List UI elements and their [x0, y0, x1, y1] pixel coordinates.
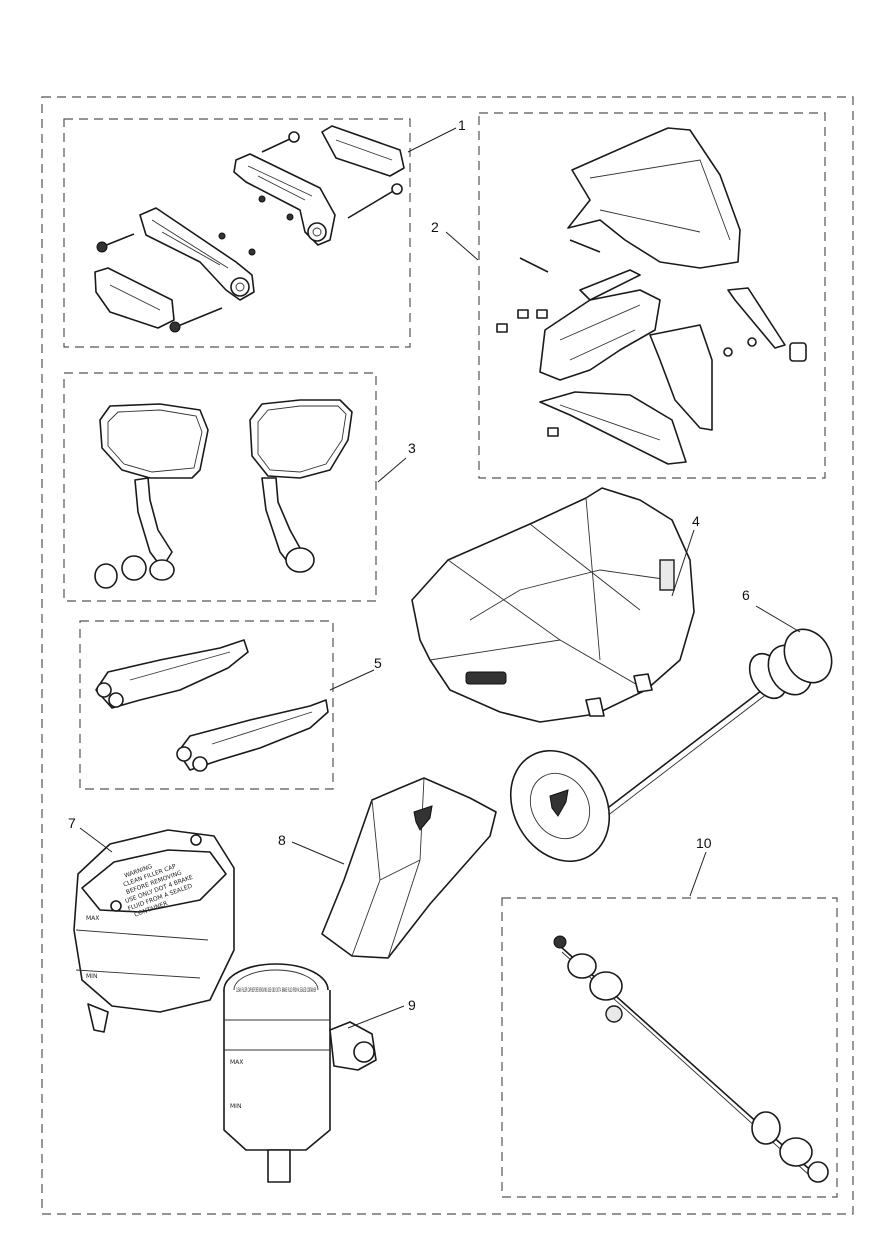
callout-3: 3 [408, 440, 416, 456]
leader-8 [291, 841, 345, 865]
leader-2 [445, 231, 479, 261]
group-box-2 [478, 112, 826, 479]
leader-3 [377, 457, 407, 483]
part-9-assembly: CLEAN FILLER CAP BEFORE REMOVING USE ONL… [223, 963, 377, 1183]
group-box-3 [63, 372, 377, 602]
group-box-5 [79, 620, 334, 790]
part-3-assembly [94, 399, 353, 589]
leader-7 [79, 827, 113, 853]
part-10-assembly [553, 935, 829, 1183]
callout-4: 4 [692, 513, 700, 529]
part-5-assembly [95, 639, 329, 772]
reservoir-7-min-mark: MIN [86, 973, 97, 980]
group-box-10 [501, 897, 838, 1198]
callout-7: 7 [68, 815, 76, 831]
triumph-logo-icon [413, 805, 433, 831]
callout-8: 8 [278, 832, 286, 848]
part-2-assembly [496, 127, 807, 465]
part-6-assembly [509, 628, 833, 863]
part-7-assembly: WARNING CLEAN FILLER CAP BEFORE REMOVING… [73, 829, 235, 1033]
part-8-assembly [321, 777, 497, 959]
leader-1 [407, 127, 457, 153]
outer-frame [41, 96, 854, 1215]
leader-6 [755, 605, 801, 633]
leader-5 [329, 669, 375, 691]
reservoir-9-cap-text: CLEAN FILLER CAP BEFORE REMOVING USE ONL… [236, 987, 316, 994]
reservoir-7-max-mark: MAX [86, 915, 99, 922]
callout-1: 1 [458, 117, 466, 133]
leader-9 [347, 1005, 405, 1029]
leader-4 [671, 529, 695, 597]
callout-10: 10 [696, 835, 712, 851]
reservoir-9-min-mark: MIN [230, 1103, 241, 1110]
leader-10 [689, 851, 707, 897]
reservoir-9-max-mark: MAX [230, 1059, 243, 1066]
part-4-assembly [411, 487, 695, 723]
part-1-assembly [94, 125, 405, 333]
group-box-1 [63, 118, 411, 348]
callout-2: 2 [431, 219, 439, 235]
callout-9: 9 [408, 997, 416, 1013]
callout-5: 5 [374, 655, 382, 671]
callout-6: 6 [742, 587, 750, 603]
